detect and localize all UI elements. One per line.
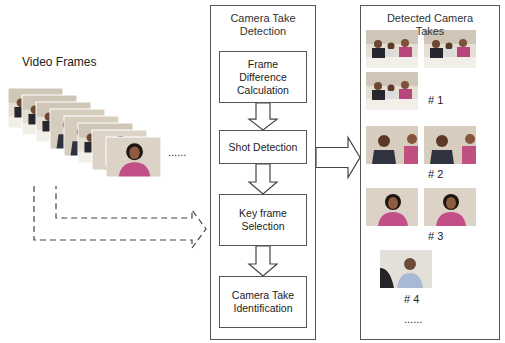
video-frame-stack — [8, 88, 161, 177]
camera-take-thumbnails — [366, 30, 476, 288]
box-label: Key frame Selection — [220, 207, 306, 233]
take-number: # 3 — [428, 230, 443, 243]
ellipsis-label: ...... — [168, 146, 186, 159]
ellipsis-label: ...... — [404, 313, 422, 326]
process-box: Frame Difference Calculation — [219, 51, 307, 103]
box-label: Frame Difference Calculation — [220, 58, 306, 97]
box-label: Shot Detection — [226, 141, 301, 154]
block-arrow — [316, 138, 360, 178]
process-box: Key frame Selection — [219, 194, 307, 246]
box-label: Camera Take Identification — [220, 289, 306, 315]
process-box: Shot Detection — [219, 130, 307, 164]
input-label: Video Frames — [22, 56, 96, 69]
dashed-input-arrow — [34, 186, 206, 248]
block-arrow — [249, 246, 277, 276]
process-box: Camera Take Identification — [219, 276, 307, 328]
take-number: # 1 — [428, 94, 443, 107]
block-arrow — [249, 103, 277, 130]
stage-panel: Camera Take DetectionFrame Difference Ca… — [210, 5, 316, 340]
block-arrow — [249, 164, 277, 194]
take-number: # 4 — [404, 293, 419, 306]
take-number: # 2 — [428, 168, 443, 181]
panel-title: Camera Take Detection — [217, 12, 309, 38]
panel-title: Detected Camera Takes — [384, 12, 476, 38]
